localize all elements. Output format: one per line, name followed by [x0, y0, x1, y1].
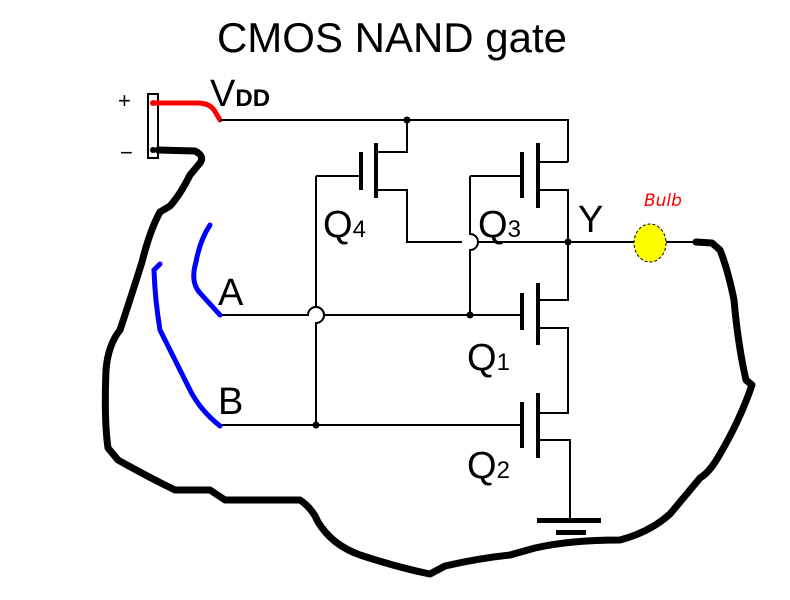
battery-plus-label: +	[118, 88, 131, 113]
q3-label: Q3	[478, 204, 521, 246]
transistor-q1	[520, 283, 569, 414]
vdd-label: VDD	[210, 73, 270, 115]
bulb-label: Bulb	[644, 191, 682, 211]
pulldown-rail	[540, 242, 569, 301]
transistor-q3	[469, 143, 569, 315]
input-a-wire	[222, 306, 522, 316]
input-b-label: B	[218, 381, 243, 423]
switch-b[interactable]	[151, 261, 223, 429]
transistor-q4	[316, 120, 462, 243]
switch-a[interactable]	[191, 222, 223, 318]
q1-label: Q1	[467, 337, 510, 379]
diagram-title: CMOS NAND gate	[217, 14, 567, 61]
input-a-junction	[466, 311, 474, 319]
q2-label: Q2	[467, 445, 510, 487]
output-label: Y	[578, 199, 603, 241]
q4-gate-wire	[315, 176, 325, 425]
return-wire	[101, 146, 756, 578]
supply-wire	[150, 100, 223, 123]
input-a-label: A	[218, 272, 244, 314]
bulb-icon	[633, 223, 667, 263]
battery-icon: + −	[118, 88, 159, 165]
vdd-label-sub: DD	[235, 85, 270, 112]
q4-label: Q4	[323, 204, 366, 246]
vdd-rail	[220, 119, 569, 162]
battery-minus-label: −	[120, 140, 133, 165]
